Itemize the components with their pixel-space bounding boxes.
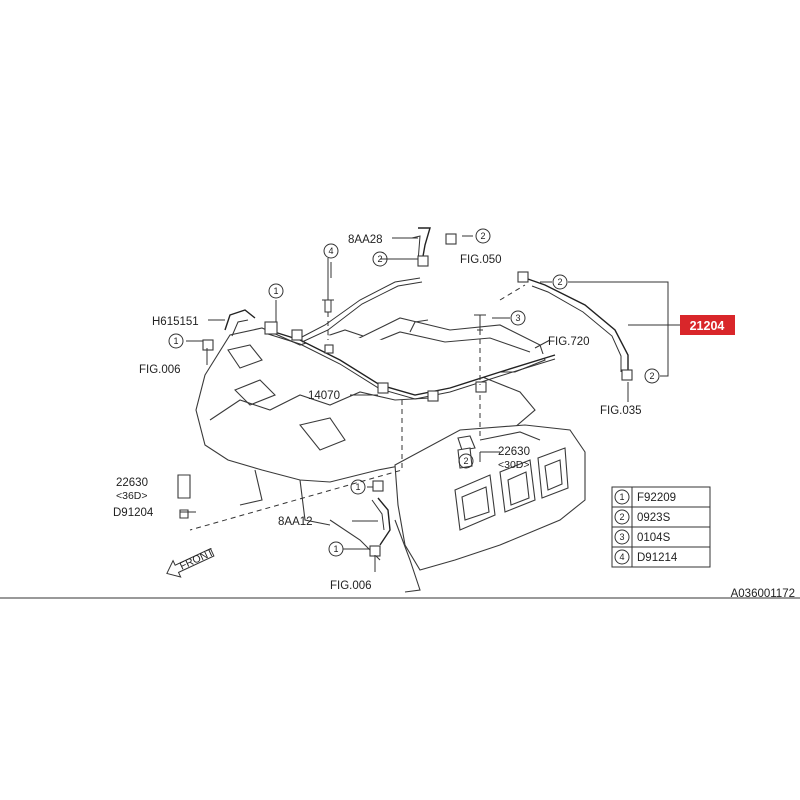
svg-text:2: 2 bbox=[377, 254, 382, 264]
leader-lines bbox=[180, 235, 680, 572]
svg-text:2: 2 bbox=[557, 277, 562, 287]
callout-2-fig050: 2 bbox=[552, 274, 568, 290]
legend-part-1: F92209 bbox=[637, 492, 676, 504]
label-22630-36d-sub: <36D> bbox=[116, 490, 148, 502]
legend-row-1: 1 F92209 bbox=[614, 489, 676, 505]
legend-part-4: D91214 bbox=[637, 552, 678, 564]
svg-text:2: 2 bbox=[619, 512, 624, 522]
label-fig006-bottom: FIG.006 bbox=[330, 580, 372, 592]
svg-text:4: 4 bbox=[619, 552, 624, 562]
callout-1-bottom: 1 bbox=[328, 541, 344, 557]
label-22630-30d-sub: <30D> bbox=[498, 459, 530, 471]
svg-text:2: 2 bbox=[463, 456, 468, 466]
label-h615151: H615151 bbox=[152, 316, 199, 328]
label-22630-30d: 22630 bbox=[498, 446, 530, 458]
label-8aa12: 8AA12 bbox=[278, 516, 313, 528]
label-fig720: FIG.720 bbox=[548, 336, 590, 348]
legend-row-3: 3 0104S bbox=[614, 529, 671, 545]
callout-1-upper-left: 1 bbox=[268, 283, 284, 299]
label-fig006-left: FIG.006 bbox=[139, 364, 181, 376]
svg-text:1: 1 bbox=[355, 482, 360, 492]
callout-2-sensor: 2 bbox=[458, 453, 474, 469]
hoses bbox=[177, 227, 633, 557]
legend-part-3: 0104S bbox=[637, 532, 671, 544]
svg-text:1: 1 bbox=[333, 544, 338, 554]
legend-table: 1 F92209 2 0923S 3 0104S 4 D91214 bbox=[611, 486, 711, 568]
front-arrow: FRONT bbox=[166, 546, 216, 578]
svg-text:1: 1 bbox=[273, 286, 278, 296]
front-arrow-label: FRONT bbox=[178, 546, 216, 572]
callout-1-middle: 1 bbox=[350, 479, 366, 495]
svg-text:4: 4 bbox=[328, 246, 333, 256]
svg-text:1: 1 bbox=[173, 336, 178, 346]
callout-4-bolt: 4 bbox=[323, 243, 339, 259]
svg-text:2: 2 bbox=[480, 231, 485, 241]
highlighted-part-badge[interactable]: 21204 bbox=[680, 315, 735, 335]
figure-code: A036001172 bbox=[731, 588, 795, 600]
label-22630-36d: 22630 bbox=[116, 477, 148, 489]
callout-2-fig035: 2 bbox=[644, 368, 660, 384]
callout-2-upper: 2 bbox=[372, 251, 388, 267]
callouts: 2 2 4 1 1 3 2 2 2 1 1 bbox=[168, 228, 660, 557]
legend-row-4: 4 D91214 bbox=[614, 549, 678, 565]
label-fig050: FIG.050 bbox=[460, 254, 502, 266]
svg-text:2: 2 bbox=[649, 371, 654, 381]
label-fig035: FIG.035 bbox=[600, 405, 642, 417]
callout-1-fig006: 1 bbox=[168, 333, 184, 349]
label-d91204: D91204 bbox=[113, 507, 154, 519]
svg-text:3: 3 bbox=[515, 313, 520, 323]
svg-text:3: 3 bbox=[619, 532, 624, 542]
callout-2-8aa28: 2 bbox=[475, 228, 491, 244]
label-8aa28: 8AA28 bbox=[348, 234, 383, 246]
callout-3-right: 3 bbox=[510, 310, 526, 326]
svg-text:1: 1 bbox=[619, 492, 624, 502]
highlighted-part-number[interactable]: 21204 bbox=[690, 319, 725, 333]
highlight-background bbox=[680, 315, 735, 335]
legend-row-2: 2 0923S bbox=[614, 509, 671, 525]
part-labels: 8AA28 FIG.050 H615151 FIG.006 FIG.720 FI… bbox=[113, 234, 642, 592]
legend-part-2: 0923S bbox=[637, 512, 671, 524]
label-14070: 14070 bbox=[308, 390, 340, 402]
